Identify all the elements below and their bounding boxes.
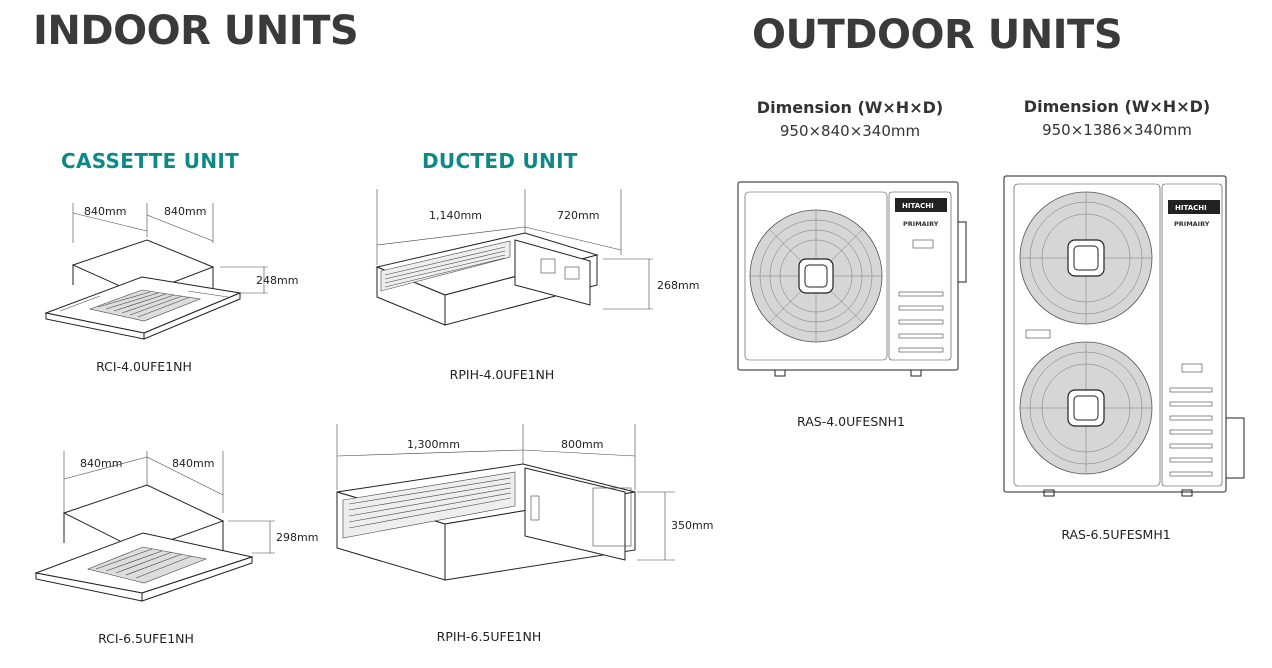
cassette-unit-small-drawing: 840mm 840mm 248mm: [44, 203, 298, 340]
outdoor-small-dim-value: 950×840×340mm: [779, 122, 921, 140]
ducted-large-model: RPIH-6.5UFE1NH: [436, 629, 542, 644]
ducted-small-width-label: 1,140mm: [429, 209, 482, 222]
cassette-small-height-label: 248mm: [256, 274, 298, 287]
cassette-small-depth-label: 840mm: [164, 205, 206, 218]
ducted-unit-small-drawing: 1,140mm 720mm 268mm: [375, 189, 699, 326]
outdoor-small-brand: HITACHI: [902, 202, 934, 210]
indoor-units-title: INDOOR UNITS: [33, 8, 359, 54]
ducted-small-depth-label: 720mm: [557, 209, 599, 222]
outdoor-large-dim-value: 950×1386×340mm: [1042, 121, 1192, 139]
outdoor-small-dim-label: Dimension (W×H×D): [756, 98, 944, 117]
outdoor-large-dim-label: Dimension (W×H×D): [1023, 97, 1211, 116]
cassette-large-depth-label: 840mm: [172, 457, 214, 470]
cassette-unit-large-drawing: 840mm 840mm 298mm: [34, 451, 318, 602]
outdoor-large-model: RAS-6.5UFESMH1: [1061, 527, 1171, 542]
cassette-large-height-label: 298mm: [276, 531, 318, 544]
ducted-large-width-label: 1,300mm: [407, 438, 460, 451]
outdoor-unit-small-drawing: HITACHI PRIMAIRY: [737, 181, 967, 377]
ducted-large-depth-label: 800mm: [561, 438, 603, 451]
ducted-small-height-label: 268mm: [657, 279, 699, 292]
outdoor-units-title: OUTDOOR UNITS: [752, 12, 1123, 58]
outdoor-small-model: RAS-4.0UFESNH1: [797, 414, 905, 429]
cassette-large-model: RCI-6.5UFE1NH: [98, 631, 194, 646]
cassette-small-model: RCI-4.0UFE1NH: [96, 359, 192, 374]
ducted-unit-large-drawing: 1,300mm 800mm 350mm: [336, 424, 713, 581]
outdoor-small-series: PRIMAIRY: [903, 220, 939, 228]
cassette-unit-title: CASSETTE UNIT: [61, 149, 240, 173]
cassette-small-width-label: 840mm: [84, 205, 126, 218]
ducted-unit-title: DUCTED UNIT: [422, 149, 578, 173]
outdoor-large-series: PRIMAIRY: [1174, 220, 1210, 228]
ducted-large-height-label: 350mm: [671, 519, 713, 532]
outdoor-large-brand: HITACHI: [1175, 204, 1207, 212]
outdoor-unit-large-drawing: HITACHI PRIMAIRY: [1003, 175, 1245, 497]
cassette-large-width-label: 840mm: [80, 457, 122, 470]
ducted-small-model: RPIH-4.0UFE1NH: [449, 367, 555, 382]
